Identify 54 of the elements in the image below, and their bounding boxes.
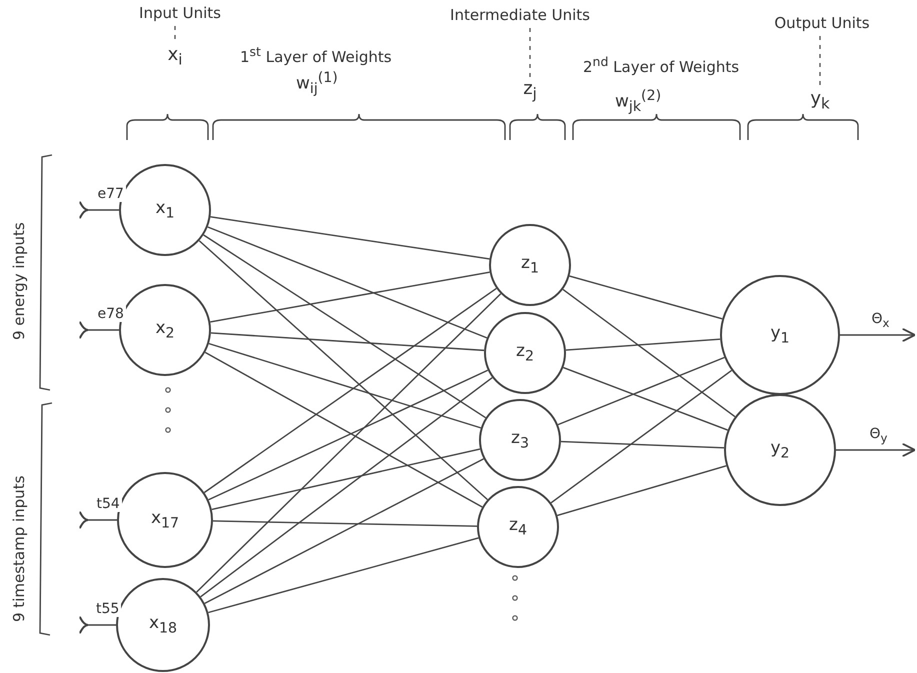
connection-line [557,465,726,516]
connection-line [210,332,484,352]
unit-symbol: x$_{i}$ [160,44,190,69]
unit-symbol: x$_{18}$ [148,613,178,637]
leader-line [819,36,821,88]
unit-symbol: z$_{2}$ [516,341,534,365]
unit-symbol: z$_{4}$ [509,515,527,539]
connection-line [208,226,488,339]
group-label: 9 energy inputs [10,222,28,340]
connection-line [212,520,478,527]
edge-label: t55 [94,601,122,617]
connection-line [203,234,486,418]
connection-line [550,370,732,504]
connection-line [204,352,483,508]
unit-symbol: z$_{j}$ [515,78,545,103]
unit-symbol: y$_{2}$ [770,438,790,462]
leader-line [529,28,531,78]
unit-heading: Intermediate Units [420,6,620,24]
edge-label: Θ$_{x}$ [870,311,892,330]
unit-symbol: z$_{3}$ [511,428,529,452]
connection-line [208,342,482,429]
unit-heading: Output Units [762,14,882,32]
connection-line [204,288,497,494]
group-label: 9 timestamp inputs [10,476,28,622]
connection-line [563,366,728,431]
connection-line [210,216,490,260]
connection-line [208,370,488,500]
edge-label: e78 [96,306,126,322]
connection-line [196,293,502,593]
unit-symbol: y$_{1}$ [770,323,790,347]
unit-symbol: z$_{1}$ [521,253,539,277]
connection-line [560,440,724,449]
unit-symbol: x$_{17}$ [150,508,180,532]
layer-heading: 1$^{st}$ Layer of Weights [240,44,392,66]
unit-symbol: x$_{2}$ [155,318,175,342]
connection-line [212,448,480,510]
signal-arrow [836,442,916,458]
connection-line [208,537,479,614]
connection-line [210,272,490,323]
connection-line [204,458,484,604]
connection-line [198,240,488,500]
unit-symbol: x$_{1}$ [155,198,175,222]
edge-label: t54 [94,496,122,512]
connection-line [562,288,736,418]
edge-label: Θ$_{y}$ [868,426,890,445]
connection-line [200,377,493,598]
connection-line [558,356,725,426]
connection-line [566,338,720,351]
unit-symbol: y$_{k}$ [805,88,835,113]
layer-heading: 2$^{nd}$ Layer of Weights [583,54,740,76]
edge-label: e77 [96,186,126,202]
signal-arrow [840,328,916,342]
unit-heading: Input Units [130,4,230,22]
connection-line [569,275,722,320]
